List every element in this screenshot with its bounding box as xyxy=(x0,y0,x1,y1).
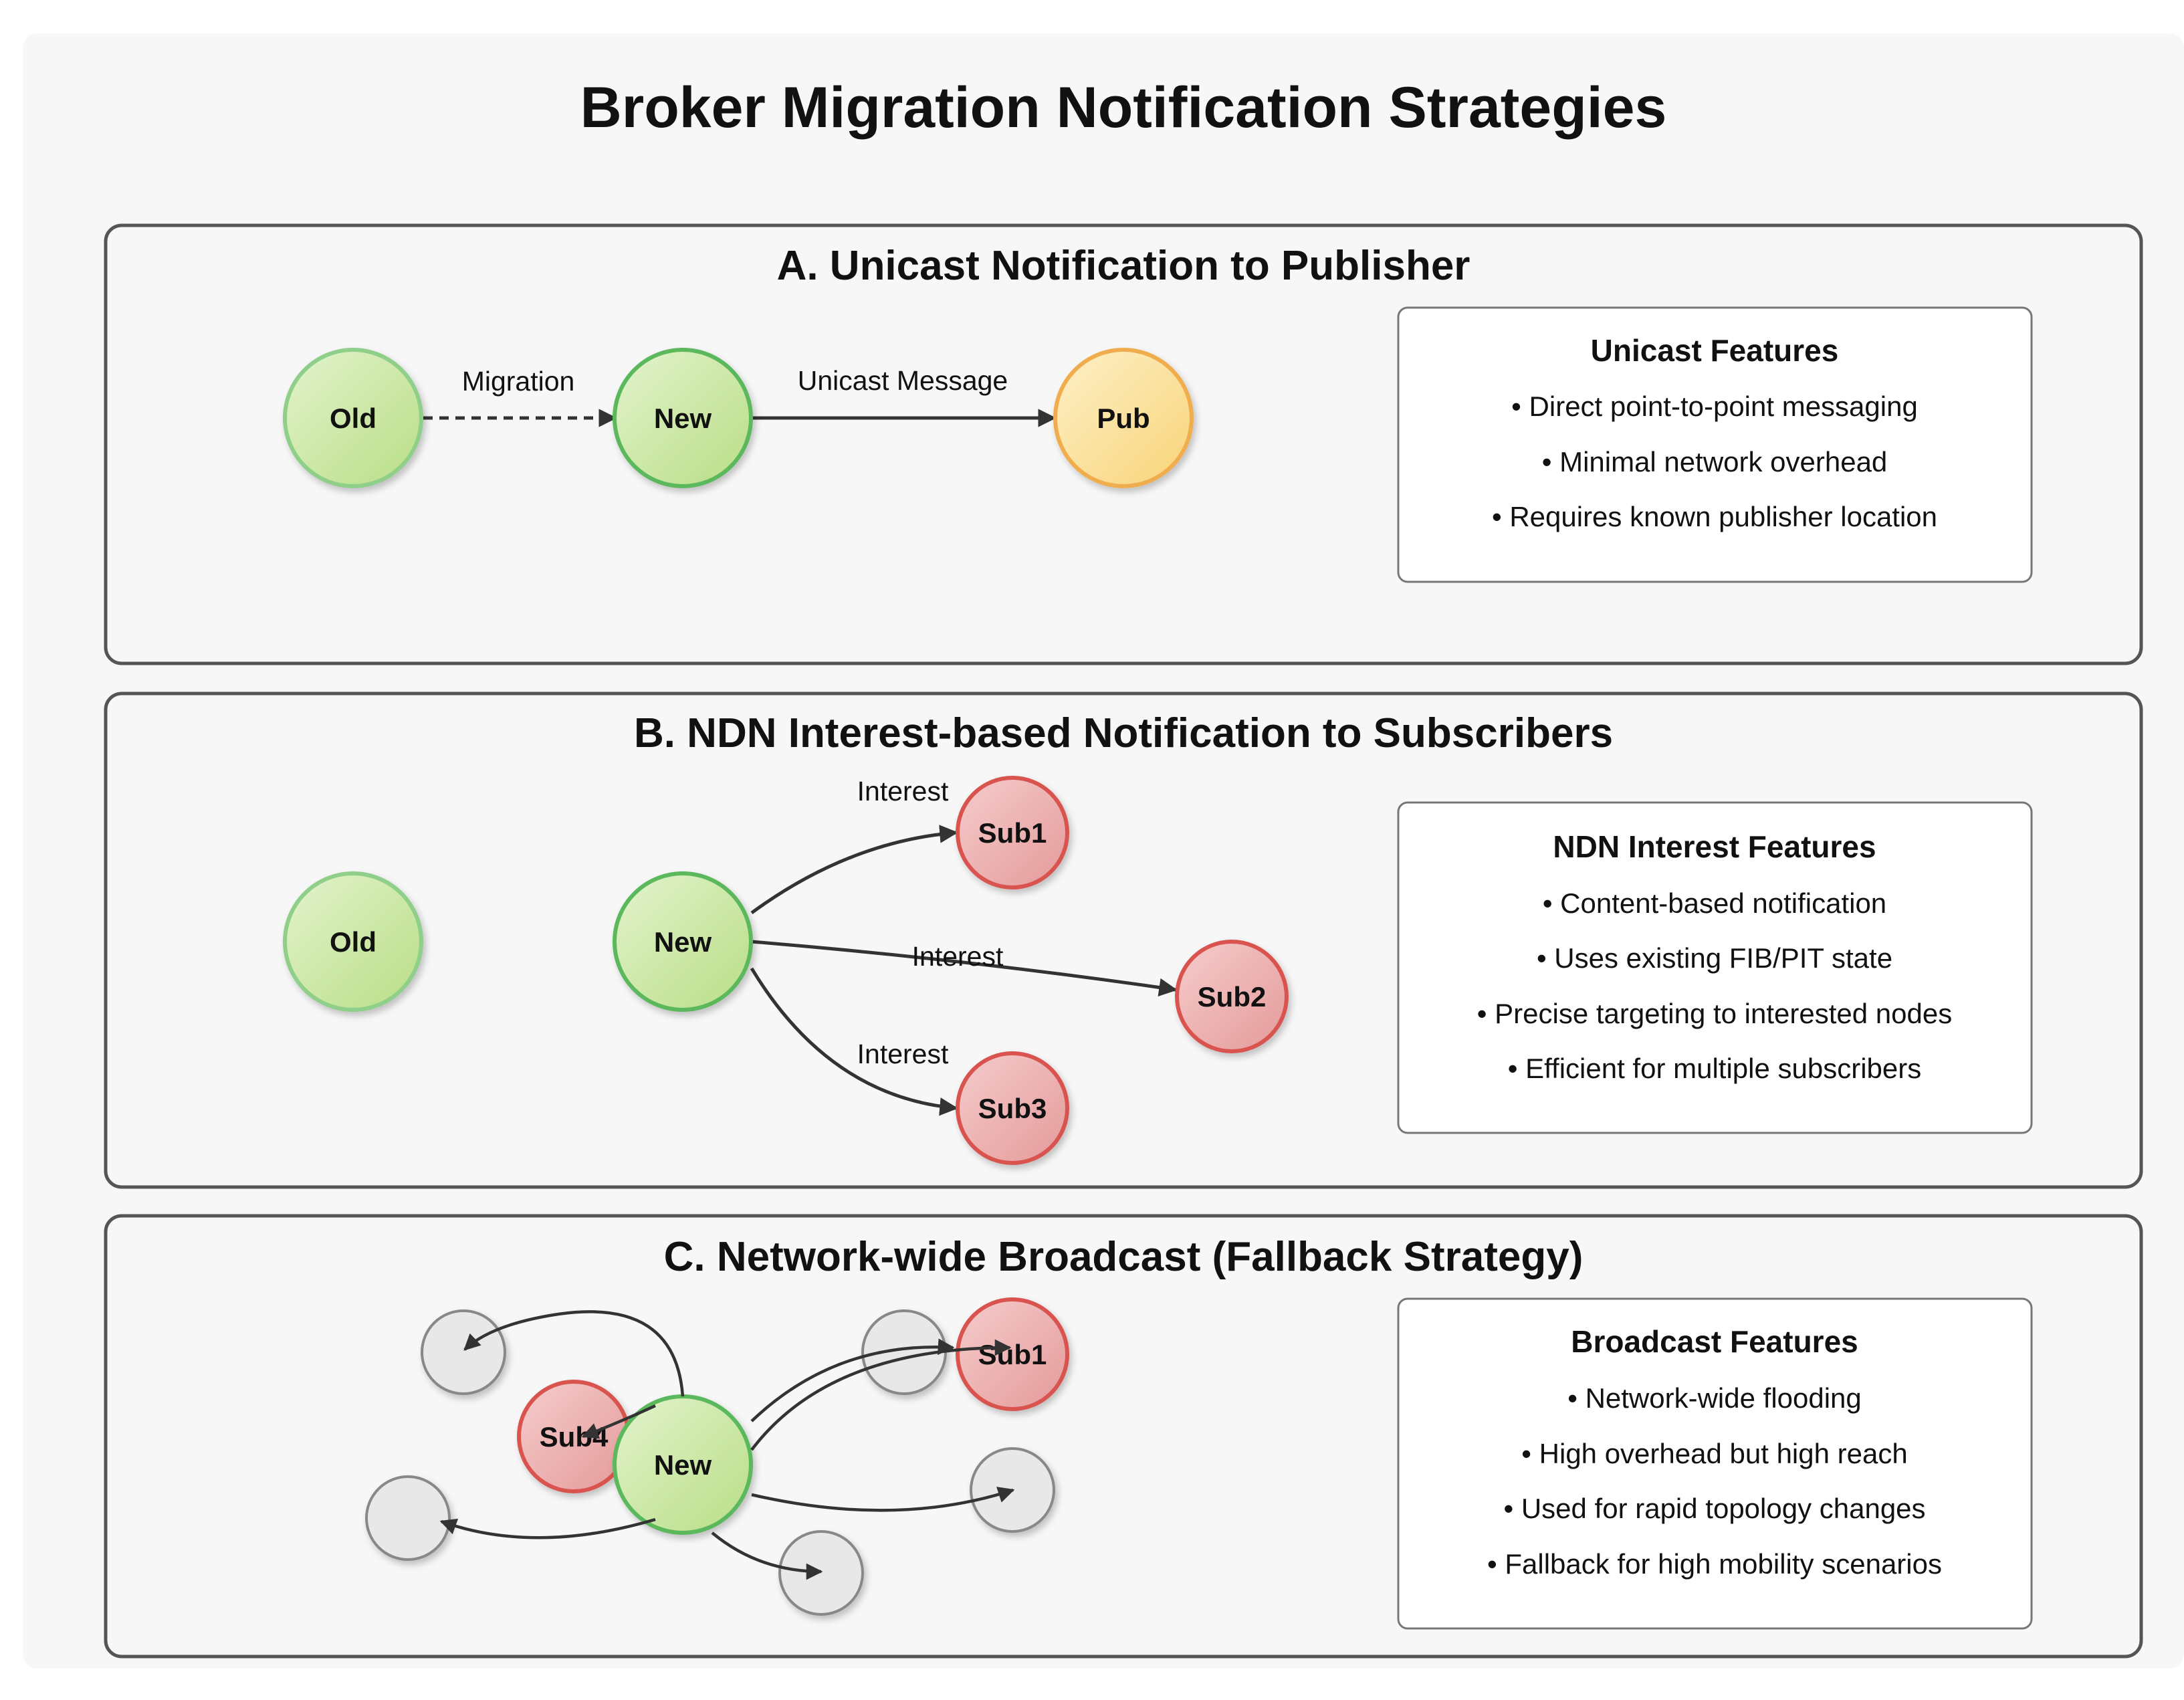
node-pub-label: Pub xyxy=(1097,403,1150,434)
node-sub1-label: Sub1 xyxy=(978,1339,1047,1370)
node-new: New xyxy=(613,348,753,488)
broadcast-feature-item: • Network-wide flooding xyxy=(1567,1382,1862,1414)
ndn-feature-item: • Efficient for multiple subscribers xyxy=(1508,1053,1922,1084)
unicast-feature-item: • Minimal network overhead xyxy=(1542,446,1888,477)
unicast-feature-item: • Direct point-to-point messaging xyxy=(1511,391,1918,422)
edge-broadcast xyxy=(711,1531,823,1580)
ndn-feature-item: • Precise targeting to interested nodes xyxy=(1477,998,1952,1029)
ndn-interest-features-box: NDN Interest Features • Content-based no… xyxy=(1397,801,2033,1134)
edge-broadcast xyxy=(581,1404,656,1439)
node-new-label: New xyxy=(654,926,712,958)
node-old: Old xyxy=(283,348,423,488)
ndn-features-title: NDN Interest Features xyxy=(1553,829,1876,864)
panel-a: A. Unicast Notification to Publisher Mig… xyxy=(104,223,2143,665)
panel-b: B. NDN Interest-based Notification to Su… xyxy=(104,692,2143,1189)
node-old: Old xyxy=(283,871,423,1012)
ndn-feature-item: • Uses existing FIB/PIT state xyxy=(1537,942,1892,974)
node-new: New xyxy=(613,871,753,1012)
node-pub: Pub xyxy=(1053,348,1194,488)
edge-interest-sub3 xyxy=(750,967,958,1116)
unicast-features-title: Unicast Features xyxy=(1591,333,1839,368)
panel-a-title: A. Unicast Notification to Publisher xyxy=(777,243,1470,289)
edge-label-unicast-message: Unicast Message xyxy=(798,365,1008,396)
panel-c: C. Network-wide Broadcast (Fallback Stra… xyxy=(104,1214,2143,1659)
unicast-features-box: Unicast Features • Direct point-to-point… xyxy=(1397,306,2033,583)
edge-label-interest-sub3: Interest xyxy=(857,1039,949,1069)
broadcast-feature-item: • High overhead but high reach xyxy=(1521,1438,1907,1469)
panel-c title: C. Network-wide Broadcast (Fallback Stra… xyxy=(664,1234,1584,1280)
broadcast-features-box: Broadcast Features • Network-wide floodi… xyxy=(1397,1297,2033,1630)
node-old-label: Old xyxy=(330,926,376,958)
node-sub3-label: Sub3 xyxy=(978,1093,1047,1124)
broadcast-features-title: Broadcast Features xyxy=(1571,1324,1858,1359)
edge-label-interest-sub1: Interest xyxy=(857,776,949,807)
unicast-feature-item: • Requires known publisher location xyxy=(1492,501,1937,532)
node-sub2: Sub2 xyxy=(1175,940,1289,1053)
ndn-feature-item: • Content-based notification xyxy=(1543,887,1886,919)
node-sub1: Sub1 xyxy=(956,776,1069,889)
network-node xyxy=(421,1309,506,1395)
node-sub2-label: Sub2 xyxy=(1198,981,1267,1013)
node-sub4: Sub4 xyxy=(517,1380,631,1493)
node-sub3: Sub3 xyxy=(956,1051,1069,1165)
edge-label-migration: Migration xyxy=(462,366,575,397)
node-new-label: New xyxy=(654,1449,712,1481)
node-old-label: Old xyxy=(330,403,376,434)
edge-interest-sub2 xyxy=(751,940,1178,997)
node-new: New xyxy=(613,1394,753,1535)
edge-broadcast xyxy=(463,1310,685,1397)
edge-broadcast xyxy=(751,1487,1015,1512)
edge-interest-sub1 xyxy=(750,825,958,915)
node-sub1-label: Sub1 xyxy=(978,817,1047,849)
broadcast-feature-item: • Used for rapid topology changes xyxy=(1503,1493,1925,1524)
panel-b-title: B. NDN Interest-based Notification to Su… xyxy=(634,710,1613,756)
network-node xyxy=(365,1475,451,1561)
edge-label-interest-sub2: Interest xyxy=(912,941,1004,972)
main-title: Broker Migration Notification Strategies xyxy=(580,76,1667,140)
edge-broadcast xyxy=(439,1517,656,1539)
broadcast-feature-item: • Fallback for high mobility scenarios xyxy=(1487,1548,1942,1580)
edge-broadcast xyxy=(750,1338,955,1422)
node-new-label: New xyxy=(654,403,712,434)
edge-broadcast xyxy=(750,1339,1012,1451)
node-sub1: Sub1 xyxy=(956,1297,1069,1411)
node-sub4-label: Sub4 xyxy=(540,1421,609,1453)
